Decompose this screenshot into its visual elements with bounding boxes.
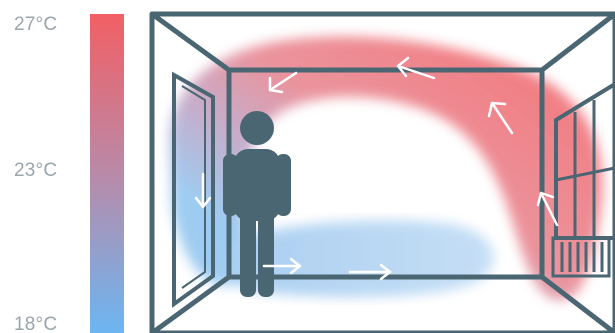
- air-circulation-diagram: 27°C 23°C 18°C: [0, 0, 615, 333]
- room-illustration: [0, 0, 615, 333]
